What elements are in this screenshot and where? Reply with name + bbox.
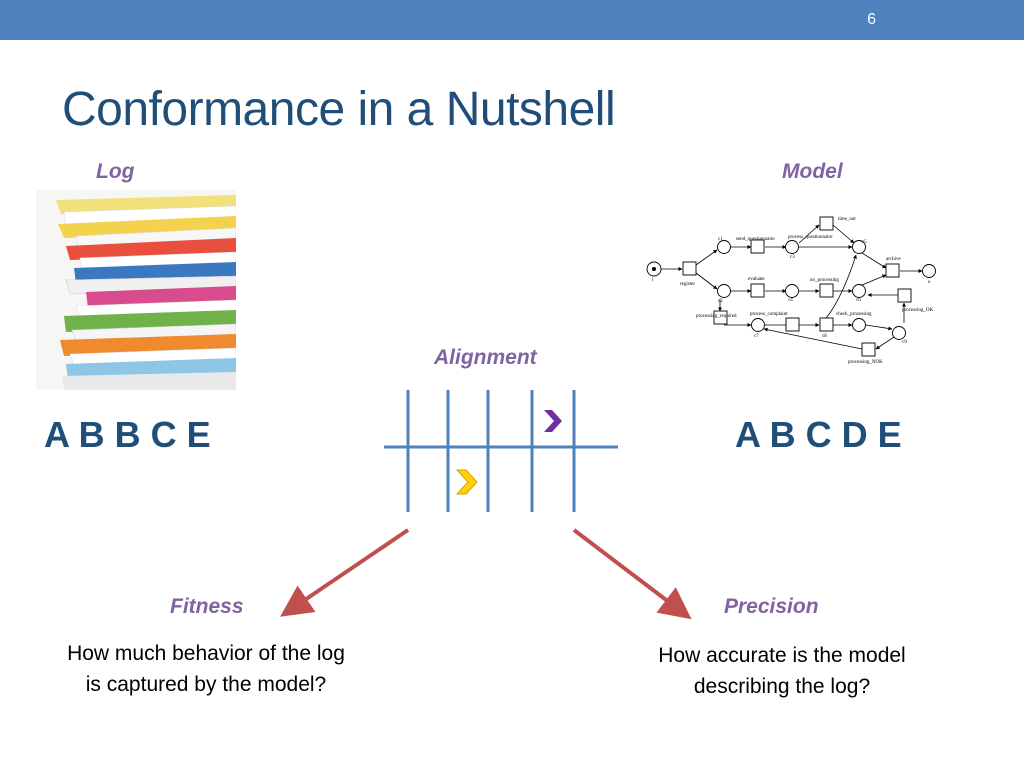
header-bar: 6	[0, 0, 1024, 40]
log-label: Log	[96, 160, 135, 183]
fitness-description-line1: How much behavior of the log	[67, 642, 345, 665]
slide-title: Conformance in a Nutshell	[62, 83, 616, 136]
svg-text:c2: c2	[718, 299, 723, 304]
svg-text:processing_required: processing_required	[696, 314, 737, 319]
svg-text:c3: c3	[790, 255, 795, 260]
svg-text:register: register	[680, 282, 695, 287]
svg-text:archive: archive	[886, 257, 901, 262]
precision-arrow	[572, 528, 692, 620]
fitness-description-line2: is captured by the model?	[85, 673, 327, 696]
alignment-label: Alignment	[434, 346, 537, 369]
svg-text:time_out: time_out	[838, 217, 856, 222]
purple-chevron-icon	[544, 410, 562, 432]
yellow-chevron-icon	[455, 469, 478, 495]
petri-net-model: i register c1 send_questionnaire c3 proc…	[646, 216, 936, 365]
svg-text:processing_OK: processing_OK	[902, 308, 933, 313]
precision-description-line2: describing the log?	[693, 675, 871, 698]
svg-text:no_processing: no_processing	[810, 278, 839, 283]
fitness-arrow	[280, 528, 410, 617]
svg-text:process_questionnaire: process_questionnaire	[788, 235, 833, 240]
svg-text:check_processing: check_processing	[836, 312, 872, 317]
alignment-grid	[384, 390, 618, 512]
svg-text:c9: c9	[902, 340, 907, 345]
precision-label: Precision	[724, 595, 819, 618]
svg-text:o: o	[928, 280, 931, 285]
svg-text:send_questionnaire: send_questionnaire	[736, 237, 775, 242]
log-papers-image	[36, 190, 236, 390]
slide-number: 6	[867, 11, 876, 28]
svg-text:c7: c7	[754, 334, 759, 339]
svg-text:c4: c4	[788, 298, 793, 303]
svg-text:c8: c8	[822, 334, 827, 339]
svg-text:c5: c5	[862, 240, 867, 245]
precision-description: How accurate is the model describing the…	[602, 640, 962, 702]
fitness-description: How much behavior of the log is captured…	[26, 638, 386, 700]
svg-text:c6: c6	[856, 298, 861, 303]
svg-text:c1: c1	[718, 237, 723, 242]
svg-text:evaluate: evaluate	[748, 277, 765, 282]
svg-text:process_complaint: process_complaint	[750, 312, 788, 317]
log-trace: A B B C E	[44, 414, 211, 455]
svg-text:i: i	[652, 278, 654, 283]
model-trace: A B C D E	[735, 414, 902, 455]
model-label: Model	[782, 160, 843, 183]
fitness-label: Fitness	[170, 595, 244, 618]
precision-description-line1: How accurate is the model	[658, 644, 906, 667]
svg-text:processing_NOK: processing_NOK	[848, 360, 883, 365]
